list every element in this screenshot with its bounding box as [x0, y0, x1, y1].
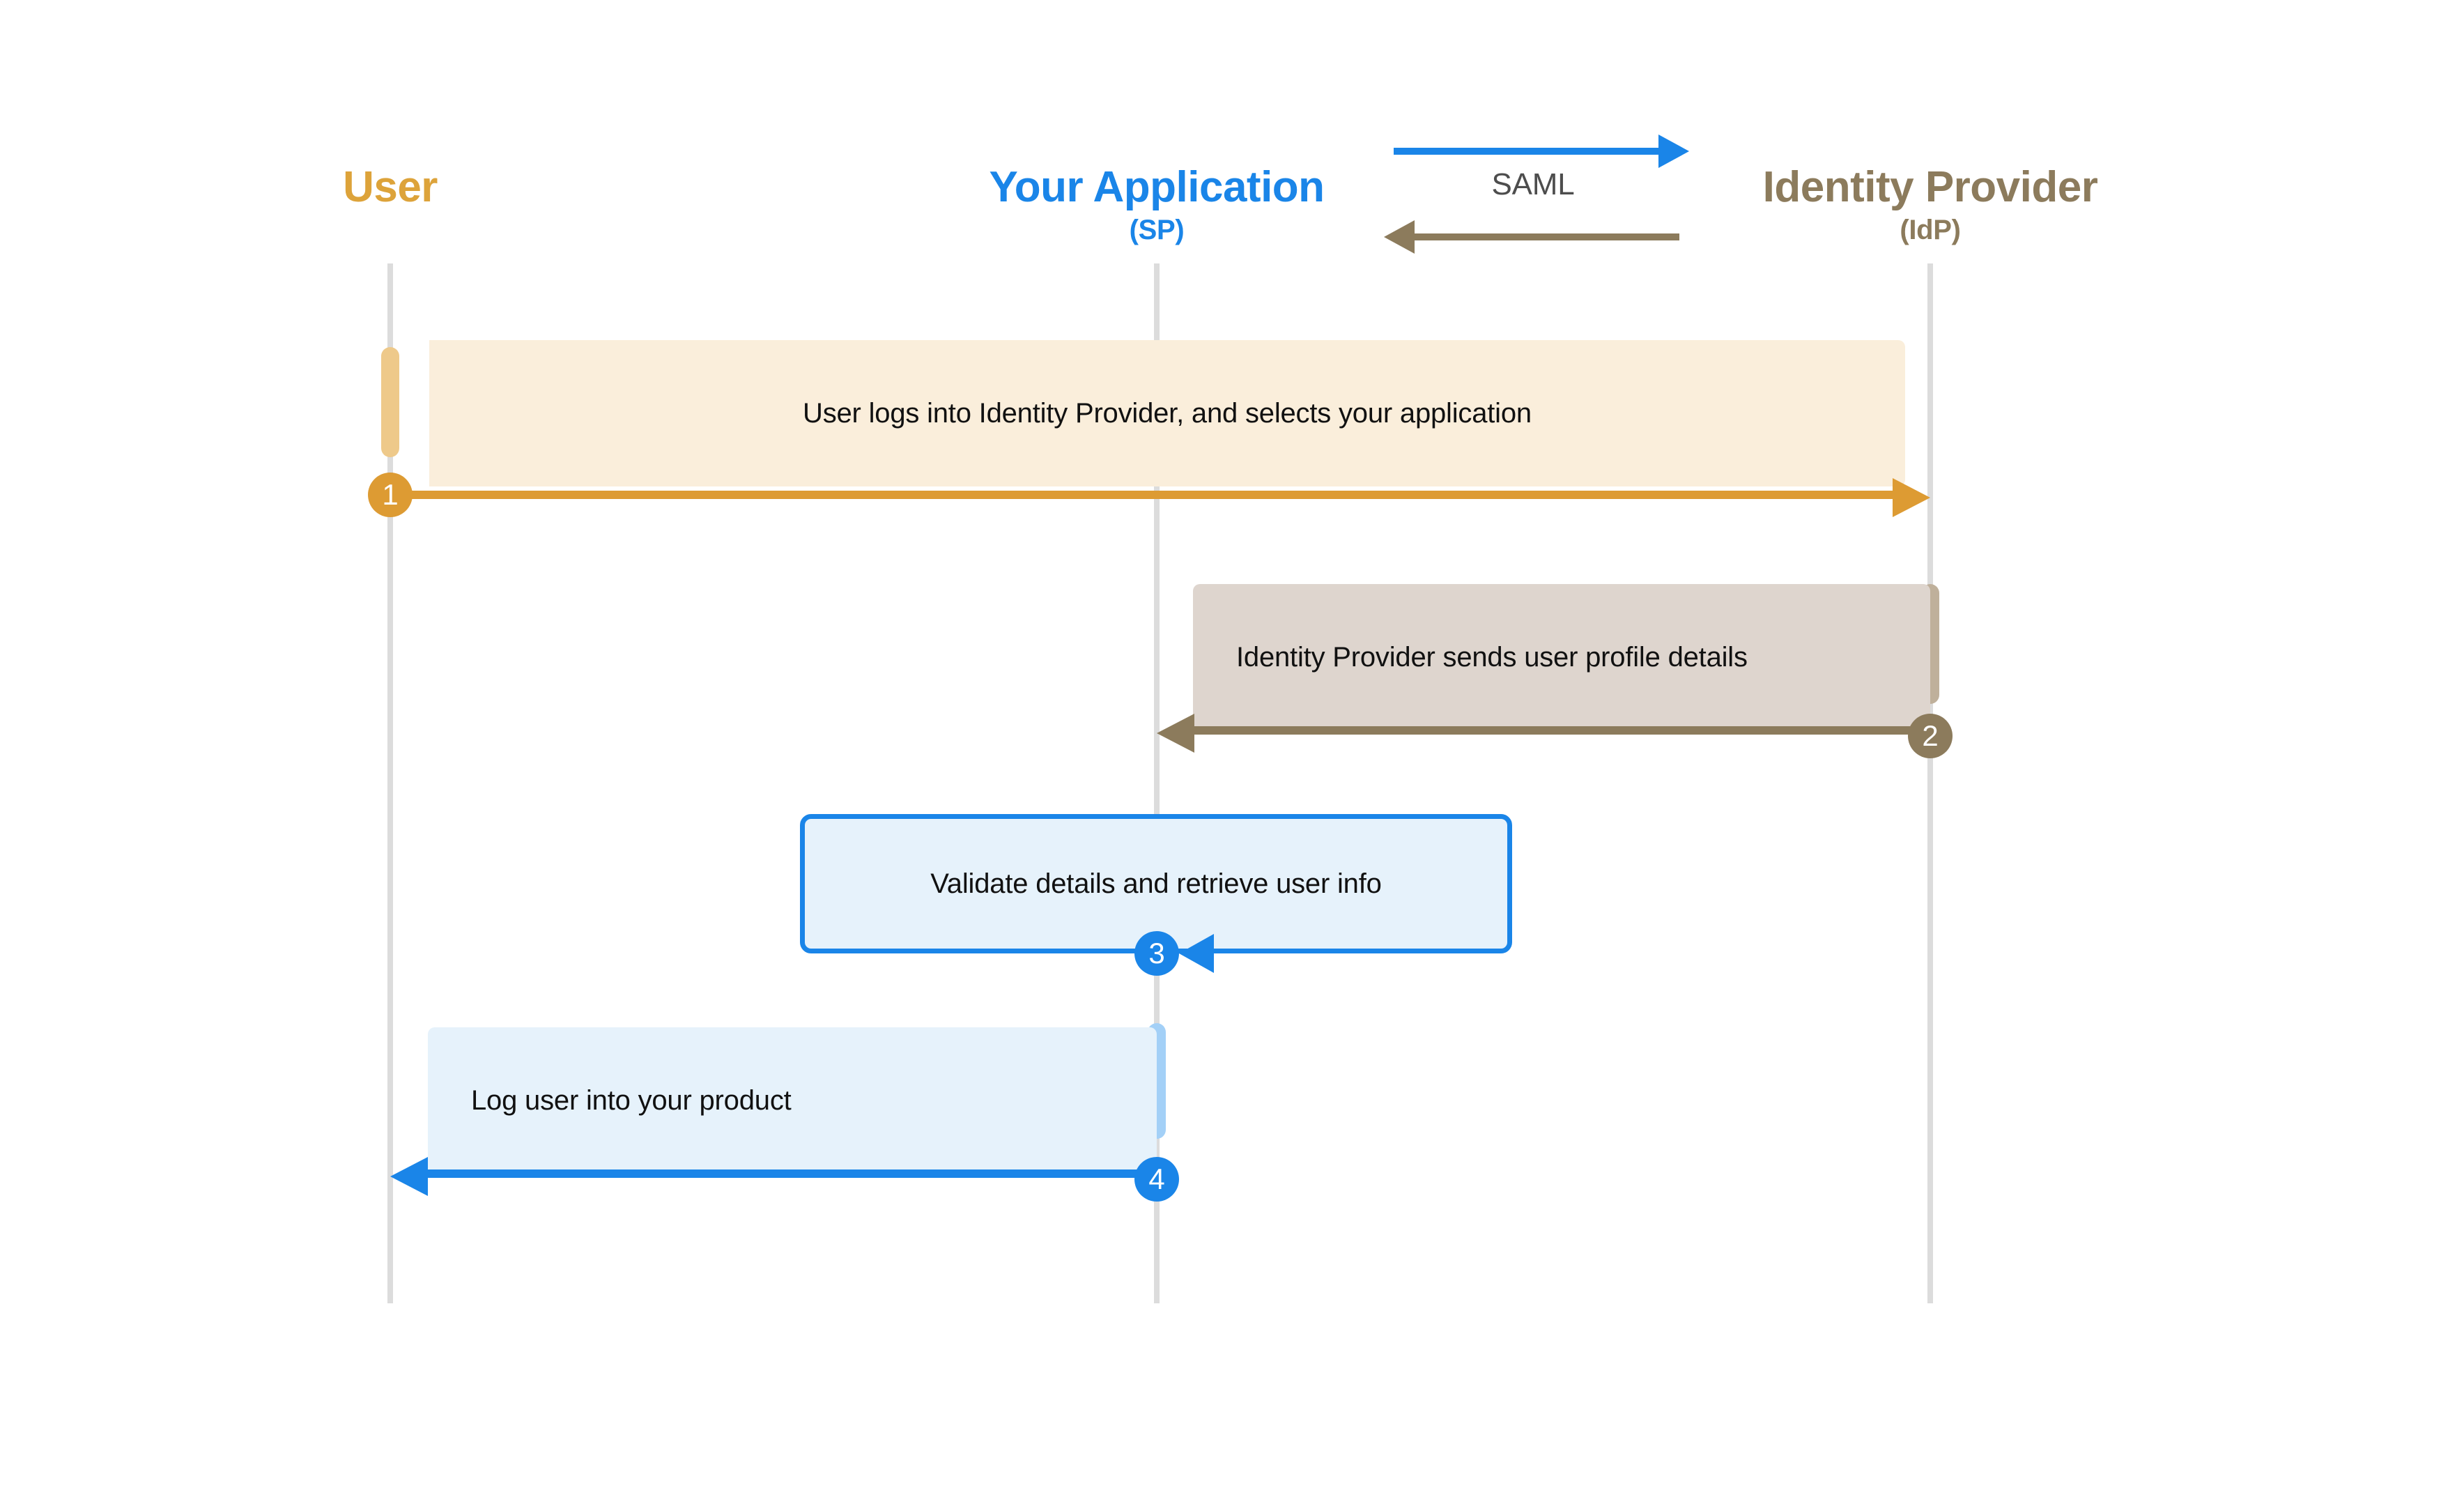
message-label-step3: Validate details and retrieve user info	[930, 868, 1382, 899]
message-arrow-head-step4-icon	[390, 1157, 428, 1196]
step-circle-4: 4	[1134, 1157, 1179, 1202]
actor-name-user: User	[343, 163, 438, 211]
lifeline-idp	[1927, 263, 1933, 1303]
step-number-3: 3	[1148, 937, 1165, 969]
legend-arrow-top-head-icon	[1658, 135, 1689, 168]
actor-header-app: Your Application (SP)	[989, 163, 1325, 246]
message-label-step2: Identity Provider sends user profile det…	[1236, 641, 1748, 673]
message-arrow-head-step1-icon	[1893, 478, 1930, 517]
actor-name-idp: Identity Provider	[1762, 163, 2098, 211]
actor-sub-app: (SP)	[1129, 215, 1185, 246]
message-band-step1: User logs into Identity Provider, and se…	[429, 340, 1905, 486]
message-label-step1: User logs into Identity Provider, and se…	[803, 397, 1532, 429]
message-arrow-line-step2	[1193, 726, 1930, 735]
step-circle-1: 1	[368, 473, 413, 517]
step-number-2: 2	[1922, 719, 1939, 752]
message-box-step3: Validate details and retrieve user info	[800, 814, 1512, 953]
message-arrow-line-step4	[428, 1169, 1157, 1178]
step-circle-3: 3	[1134, 931, 1179, 976]
message-arrow-head-step3-icon	[1179, 934, 1214, 973]
step-circle-2: 2	[1908, 714, 1953, 758]
message-arrow-line-step1	[390, 491, 1893, 499]
activation-bar-user-step1	[381, 347, 399, 457]
legend-label: SAML	[1491, 167, 1575, 201]
actor-header-user: User	[343, 164, 438, 210]
message-label-step4: Log user into your product	[471, 1084, 792, 1116]
message-band-step2: Identity Provider sends user profile det…	[1193, 584, 1930, 730]
legend-arrow-top-line	[1394, 148, 1658, 155]
message-band-step4: Log user into your product	[428, 1027, 1157, 1174]
step-number-1: 1	[382, 478, 399, 511]
actor-header-idp: Identity Provider (IdP)	[1763, 164, 2098, 246]
legend-arrow-bottom-line	[1415, 233, 1679, 240]
lifeline-user	[387, 263, 393, 1303]
message-arrow-head-step2-icon	[1157, 714, 1194, 753]
actor-sub-idp: (IdP)	[1900, 215, 1961, 246]
legend-arrow-bottom-head-icon	[1384, 220, 1415, 254]
actor-name-app: Your Application	[989, 163, 1325, 211]
step-number-4: 4	[1148, 1163, 1165, 1195]
lifeline-app	[1154, 263, 1160, 1303]
